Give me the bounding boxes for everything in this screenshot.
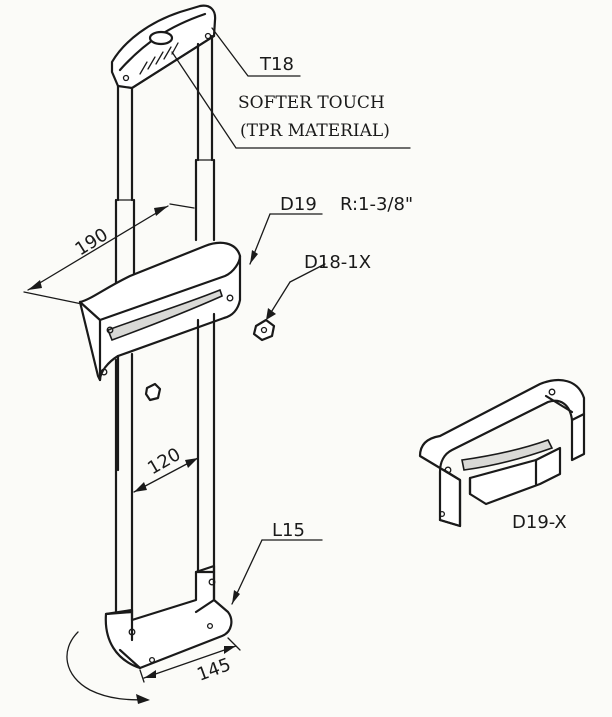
middle-bracket xyxy=(78,241,242,472)
dimension-190 xyxy=(23,203,195,305)
label-l15: L15 xyxy=(272,520,305,541)
leaders xyxy=(171,27,411,605)
button-icon xyxy=(148,30,174,46)
label-d19-x: D19-X xyxy=(512,512,567,533)
label-dim-120: 120 xyxy=(144,444,184,479)
label-tpr-material: (TPR MATERIAL) xyxy=(240,121,390,141)
bottom-base xyxy=(104,564,233,670)
label-d18-1x: D18-1X xyxy=(304,252,371,273)
bolt-icon xyxy=(144,382,162,402)
dimension-145 xyxy=(139,637,241,683)
d19-x-part xyxy=(418,379,586,528)
dimension-120 xyxy=(133,457,199,493)
label-radius: R:1-3/8" xyxy=(340,194,413,215)
label-softer-touch: SOFTER TOUCH xyxy=(238,93,385,113)
label-dim-190: 190 xyxy=(72,224,112,260)
rotation-arrow xyxy=(66,631,150,704)
top-handle xyxy=(110,4,217,90)
label-t18: T18 xyxy=(259,54,294,75)
d18-1x-bolt xyxy=(252,263,326,342)
lower-tubes xyxy=(114,312,216,614)
label-d19: D19 xyxy=(280,194,317,215)
